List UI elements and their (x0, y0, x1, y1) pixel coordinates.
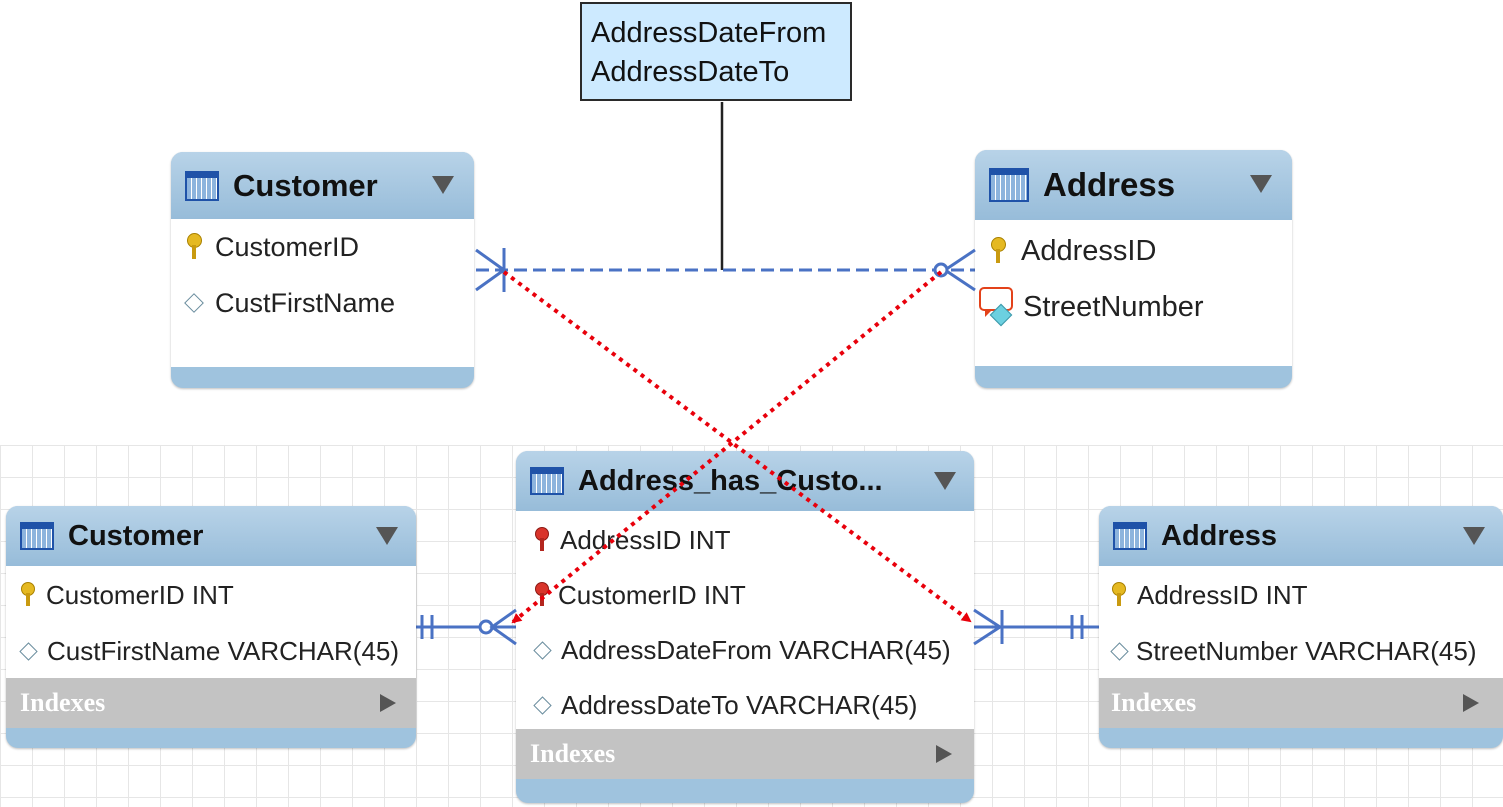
column-row[interactable]: AddressDateFrom VARCHAR(45) (533, 627, 951, 673)
column-label: StreetNumber VARCHAR(45) (1136, 635, 1477, 666)
physical-address-table[interactable]: Address AddressID INT StreetNumber VARCH… (1099, 506, 1503, 748)
table-icon (530, 467, 564, 495)
column-label: AddressDateTo VARCHAR(45) (561, 689, 918, 720)
entity-header[interactable]: Address (975, 150, 1292, 220)
optional-circle-address (933, 262, 949, 278)
relationship-attributes-note[interactable]: AddressDateFrom AddressDateTo (580, 2, 852, 101)
table-icon (185, 170, 219, 201)
column-row[interactable]: StreetNumber VARCHAR(45) (1110, 628, 1477, 674)
table-icon (20, 522, 54, 550)
table-title: Address (1161, 519, 1278, 552)
crows-foot-customer (475, 248, 507, 292)
indexes-label: Indexes (1111, 688, 1197, 717)
triangle-down-icon[interactable] (1250, 175, 1272, 193)
column-label: CustFirstName VARCHAR(45) (47, 635, 400, 666)
diamond-icon (533, 695, 552, 715)
crows-foot-address (942, 248, 976, 292)
diamond-icon (184, 293, 204, 313)
attribute-label: StreetNumber (1023, 290, 1204, 323)
triangle-right-icon[interactable] (936, 745, 952, 763)
triangle-right-icon[interactable] (380, 694, 396, 712)
attribute-row[interactable]: AddressID (989, 228, 1156, 274)
indexes-label: Indexes (20, 688, 106, 717)
table-header[interactable]: Customer (6, 506, 416, 566)
table-title: Address_has_Custo... (578, 464, 883, 497)
entity-header[interactable]: Customer (171, 152, 474, 219)
column-row[interactable]: CustFirstName VARCHAR(45) (19, 628, 400, 674)
diamond-icon (19, 641, 38, 661)
column-row[interactable]: AddressDateTo VARCHAR(45) (533, 682, 918, 728)
triangle-down-icon[interactable] (1463, 527, 1485, 545)
column-label: CustomerID INT (558, 579, 746, 610)
table-header[interactable]: Address_has_Custo... (516, 451, 974, 511)
table-header[interactable]: Address (1099, 506, 1503, 566)
table-icon (1113, 522, 1147, 550)
indexes-label: Indexes (530, 739, 616, 768)
attribute-label: CustomerID (215, 231, 360, 262)
column-row[interactable]: AddressID INT (1111, 572, 1308, 618)
entity-title: Customer (233, 167, 378, 203)
column-row[interactable]: CustomerID INT (534, 572, 746, 618)
attribute-label: AddressID (1021, 234, 1157, 267)
triangle-down-icon[interactable] (432, 176, 454, 194)
note-line-2: AddressDateTo (591, 56, 790, 88)
column-label: AddressID INT (1137, 579, 1308, 610)
attribute-row[interactable]: CustFirstName (184, 281, 396, 325)
foreign-key-icon (534, 580, 550, 610)
key-icon (1111, 580, 1127, 610)
key-icon (989, 235, 1007, 267)
physical-junction-table[interactable]: Address_has_Custo... AddressID INT Custo… (516, 451, 974, 803)
attribute-label: CustFirstName (215, 287, 396, 318)
column-row[interactable]: AddressID INT (534, 517, 731, 563)
indexes-section[interactable]: Indexes (6, 678, 416, 728)
physical-customer-table[interactable]: Customer CustomerID INT CustFirstName VA… (6, 506, 416, 748)
diamond-icon (533, 640, 552, 660)
foreign-key-icon (534, 525, 550, 555)
triangle-down-icon[interactable] (934, 472, 956, 490)
table-title: Customer (68, 519, 204, 552)
column-label: AddressDateFrom VARCHAR(45) (561, 634, 951, 665)
conceptual-address-entity[interactable]: Address AddressID StreetNumber (975, 150, 1292, 388)
entity-title: Address (1043, 166, 1176, 203)
column-row[interactable]: CustomerID INT (20, 572, 234, 618)
indexes-section[interactable]: Indexes (1099, 678, 1503, 728)
attribute-row[interactable]: StreetNumber (979, 284, 1204, 330)
conceptual-customer-entity[interactable]: Customer CustomerID CustFirstName (171, 152, 474, 388)
attribute-row[interactable]: CustomerID (185, 225, 359, 269)
table-icon (989, 168, 1029, 202)
key-icon (20, 580, 36, 610)
comment-icon (979, 287, 1019, 327)
indexes-section[interactable]: Indexes (516, 729, 974, 779)
key-icon (185, 231, 203, 263)
diamond-icon (1110, 641, 1129, 661)
triangle-right-icon[interactable] (1463, 694, 1479, 712)
column-label: AddressID INT (560, 524, 731, 555)
column-label: CustomerID INT (46, 579, 234, 610)
note-line-1: AddressDateFrom (591, 17, 827, 49)
triangle-down-icon[interactable] (376, 527, 398, 545)
